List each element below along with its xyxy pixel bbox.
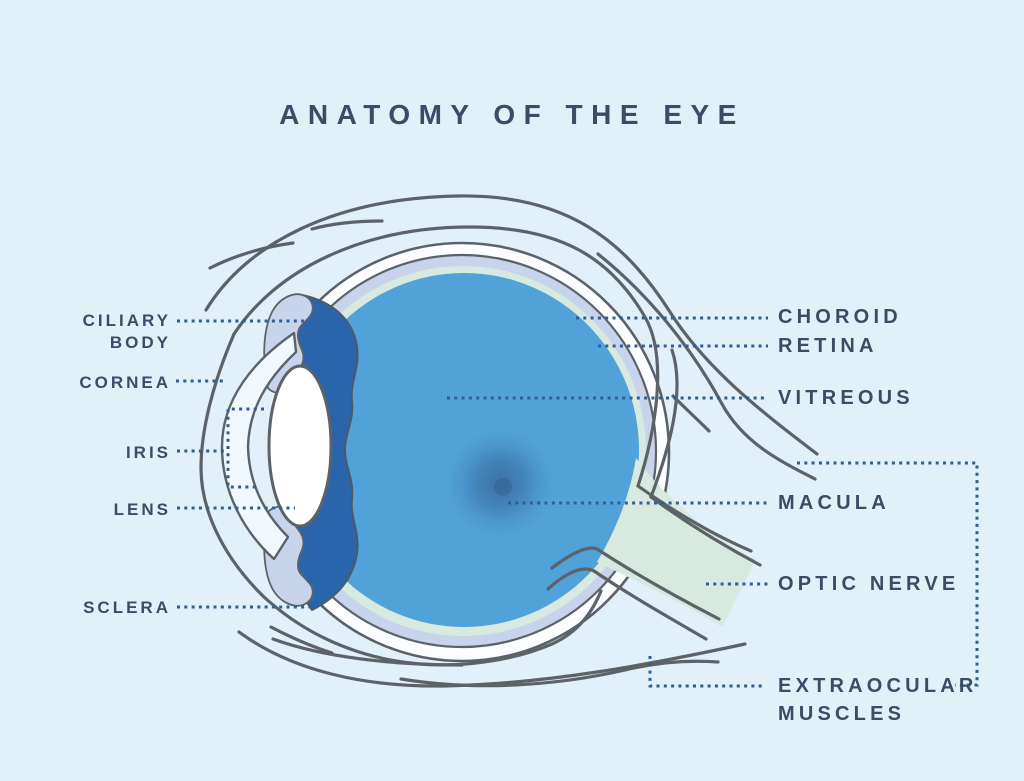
- label-extraocular-muscles: EXTRAOCULAR MUSCLES: [778, 675, 978, 725]
- leader-bracket-extraocular-top: [797, 461, 979, 687]
- label-cornea: CORNEA: [79, 373, 171, 392]
- lower-lid-wrap-curve: [199, 332, 603, 667]
- macula-spot: [448, 431, 552, 535]
- nerve-sheath-curve: [649, 348, 762, 567]
- label-ciliary-body: CILIARY BODY: [82, 311, 171, 352]
- leader-line-extraocular-bottom: [648, 656, 766, 688]
- fovea-dot: [494, 478, 512, 496]
- label-iris: IRIS: [125, 443, 171, 462]
- label-lens: LENS: [113, 500, 171, 519]
- upper-lid-and-nerve-curve: [232, 225, 753, 553]
- label-macula: MACULA: [778, 492, 890, 514]
- label-optic-nerve: OPTIC NERVE: [778, 573, 960, 595]
- label-sclera: SCLERA: [83, 598, 171, 617]
- lower-accent-stroke-1: [269, 625, 334, 655]
- lower-muscle-curve-inner: [399, 659, 720, 688]
- lower-accent-stroke-2: [271, 637, 464, 667]
- label-vitreous: VITREOUS: [778, 387, 914, 409]
- label-retina: RETINA: [778, 335, 878, 357]
- nerve-fiber-curve-1: [550, 546, 721, 621]
- cornea-shape: [220, 331, 298, 561]
- upper-muscle-curve-outer: [204, 194, 819, 456]
- page-title: ANATOMY OF THE EYE: [279, 99, 745, 130]
- upper-accent-stroke-1: [310, 219, 384, 231]
- label-choroid: CHOROID: [778, 306, 902, 328]
- lens-shape: [267, 364, 333, 528]
- nerve-fiber-curve-2: [546, 567, 708, 641]
- leader-bracket-iris: [226, 407, 264, 489]
- upper-right-accent-stroke: [671, 394, 711, 433]
- upper-accent-stroke-2: [208, 241, 295, 270]
